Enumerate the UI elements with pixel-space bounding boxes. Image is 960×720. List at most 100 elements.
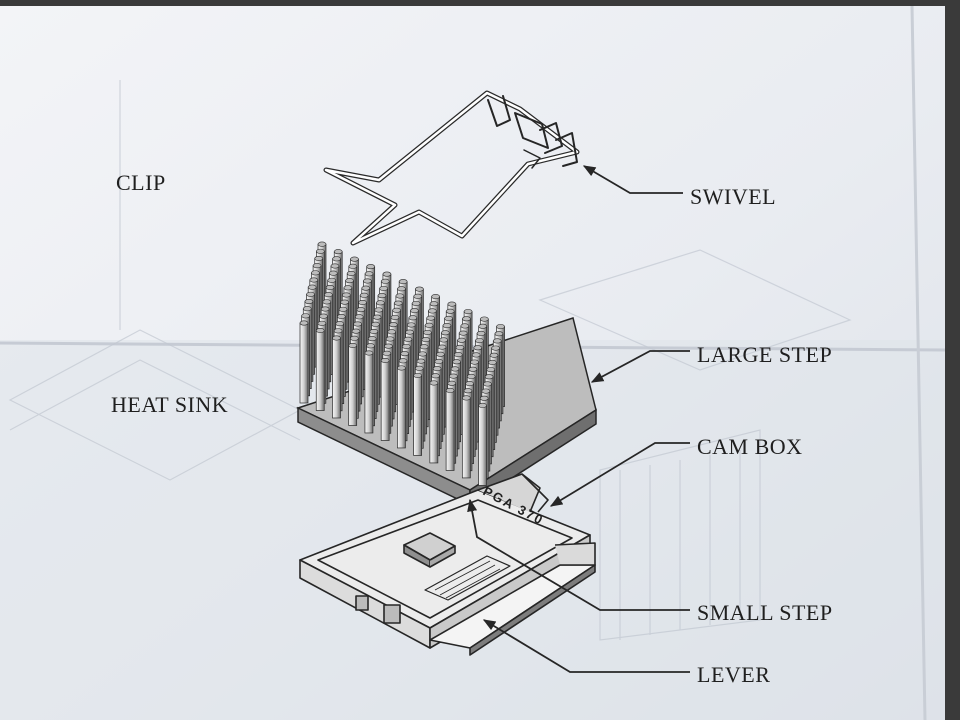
heat-sink-fin-cap — [332, 335, 341, 341]
heat-sink-fin-cap — [432, 366, 442, 372]
heat-sink-drawing — [295, 241, 597, 507]
heat-sink-fin-cap — [354, 314, 364, 320]
heat-sink-fin-cap — [366, 343, 375, 349]
heat-sink-fin-cap — [480, 316, 489, 322]
heat-sink-fin-cap — [473, 345, 483, 351]
heat-sink-fin-cap — [338, 306, 348, 312]
heat-sink-fin-cap — [478, 323, 487, 329]
label-small-step: SMALL STEP — [697, 600, 833, 625]
heat-sink-fin-cap — [382, 350, 392, 356]
heat-sink-fin-cap — [478, 402, 487, 408]
heat-sink-fin-cap — [398, 358, 408, 364]
heat-sink-fin-cap — [359, 292, 369, 298]
heat-sink-fin-cap — [384, 343, 393, 349]
heat-sink-fin-cap — [428, 308, 437, 314]
large-step-leader — [590, 350, 690, 383]
heat-sink-fin-cap — [306, 291, 315, 297]
heat-sink-fin — [380, 360, 390, 441]
heat-sink-fin-cap — [397, 286, 406, 292]
heat-sink-fin-cap — [398, 279, 408, 285]
heat-sink-fin-cap — [426, 315, 436, 321]
heat-sink-fin-cap — [465, 381, 474, 387]
heat-sink-fin-cap — [494, 331, 504, 337]
heat-sink-fin-cap — [322, 299, 332, 305]
heat-sink-fin-cap — [335, 321, 345, 327]
heat-sink-fin-cap — [348, 342, 357, 348]
heat-sink-fin-cap — [327, 277, 336, 283]
show-through-drawing — [8, 80, 852, 641]
heat-sink-fin-cap — [442, 323, 452, 329]
heat-sink-fin-cap — [462, 395, 471, 401]
heat-sink-fin-array — [299, 241, 505, 486]
heat-sink-fin-cap — [492, 338, 502, 344]
heat-sink-fin-cap — [441, 330, 450, 336]
heat-sink-fin-cap — [309, 277, 319, 283]
heat-sink-fin-cap — [484, 374, 494, 380]
heat-sink-fin-cap — [447, 301, 457, 307]
heat-sink-fin-cap — [372, 314, 382, 320]
small-step-leader — [467, 498, 690, 611]
heat-sink-fin-cap — [387, 329, 397, 335]
heat-sink-fin-cap — [415, 286, 424, 292]
heat-sink-fin-cap — [367, 336, 377, 342]
swivel-leader — [582, 165, 683, 194]
callout-labels: CLIP SWIVEL HEAT SINK LARGE STEP CAM BOX… — [111, 170, 833, 687]
heat-sink-fin-cap — [351, 328, 361, 334]
heat-sink-fin-cap — [402, 343, 411, 349]
heat-sink-fin — [315, 330, 325, 411]
heat-sink-fin — [461, 397, 471, 479]
heat-sink-fin-cap — [377, 293, 387, 299]
heat-sink-fin-cap — [457, 337, 466, 343]
heat-sink-fin-cap — [436, 351, 445, 357]
heat-sink-fin-cap — [304, 298, 314, 304]
heat-sink-fin-cap — [463, 388, 473, 394]
cam-box-leader — [549, 442, 690, 507]
heat-sink-fin-cap — [363, 278, 372, 284]
heat-sink-fin-cap — [337, 313, 346, 319]
heat-sink-fin-cap — [414, 365, 424, 371]
heat-sink-fin-cap — [348, 263, 358, 269]
heat-sink-fin-cap — [423, 329, 432, 335]
heat-sink-fin-cap — [332, 256, 341, 262]
heat-sink-fin-cap — [416, 358, 426, 364]
heat-sink-fin-cap — [376, 300, 385, 306]
heat-sink-fin-cap — [364, 271, 374, 277]
heat-sink-fin-cap — [314, 255, 324, 261]
heat-sink-fin-cap — [405, 329, 414, 335]
heat-sink-fin — [299, 322, 309, 404]
heat-sink-fin-cap — [341, 292, 351, 298]
heat-sink-fin-cap — [330, 263, 340, 269]
heat-sink-fin-cap — [431, 294, 440, 300]
heat-sink-fin-cap — [325, 284, 335, 290]
heat-sink-fin-cap — [445, 308, 455, 314]
heat-sink-fin — [445, 390, 455, 471]
heat-sink-fin-cap — [343, 285, 353, 291]
heat-sink-fin-cap — [366, 264, 375, 270]
heat-sink-fin-cap — [389, 322, 398, 328]
heat-sink-fin-cap — [437, 344, 447, 350]
label-heat-sink: HEAT SINK — [111, 392, 228, 417]
heat-sink-fin — [348, 345, 358, 426]
heat-sink-fin-cap — [476, 330, 486, 336]
heat-sink-fin-cap — [449, 373, 458, 379]
heat-sink-fin-cap — [364, 350, 374, 356]
heat-sink-fin-cap — [350, 256, 359, 262]
label-cam-box: CAM BOX — [697, 434, 803, 459]
heat-sink-fin-cap — [307, 284, 317, 290]
heat-sink-fin-cap — [345, 278, 354, 284]
heat-sink-fin-cap — [319, 313, 328, 319]
heat-sink-fin-cap — [496, 324, 505, 330]
heat-sink-fin-cap — [299, 320, 309, 326]
heat-sink-fin-cap — [358, 299, 367, 305]
heat-sink-fin-cap — [392, 307, 401, 313]
heat-sink-fin-cap — [312, 263, 322, 269]
heat-sink-fin-cap — [340, 299, 349, 305]
label-large-step: LARGE STEP — [697, 342, 832, 367]
heat-sink-fin-cap — [460, 323, 470, 329]
heat-sink-fin-cap — [393, 300, 403, 306]
heat-sink-fin-cap — [369, 328, 379, 334]
heat-sink-fin-cap — [439, 337, 448, 343]
heat-sink-fin — [413, 375, 422, 456]
clip-drawing — [323, 90, 580, 246]
